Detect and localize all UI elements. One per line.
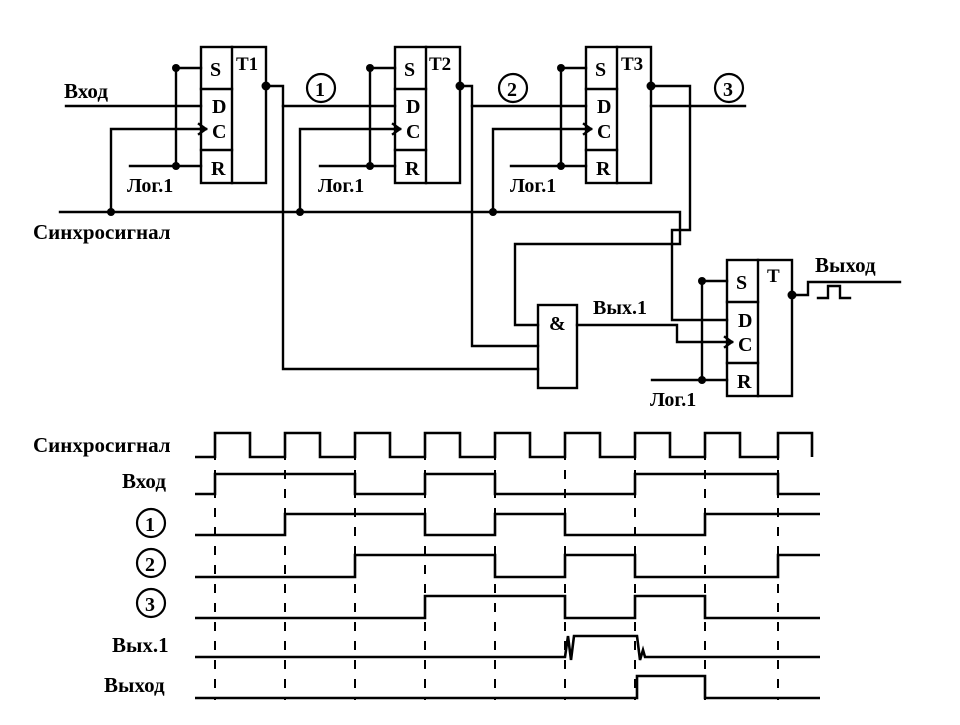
log1-label-t2: Лог.1 (318, 175, 364, 197)
t3-name: T3 (621, 54, 643, 75)
timing-label-sync: Синхросигнал (33, 433, 171, 457)
waveform-node-1 (195, 512, 820, 537)
t3-pin-r: R (596, 158, 611, 180)
sync-label: Синхросигнал (33, 220, 171, 244)
timing-label-output: Выход (104, 673, 165, 697)
t-pin-s: S (736, 272, 747, 294)
t1-pin-r: R (211, 158, 226, 180)
flipflop-t-output: S D C R T (725, 258, 794, 398)
waveform-node-3 (195, 594, 820, 620)
t-pin-c: C (738, 334, 752, 356)
svg-text:2: 2 (507, 79, 517, 101)
wires (58, 66, 902, 382)
t-name: T (767, 266, 780, 287)
timing-reference-lines (214, 432, 779, 700)
timing-diagram: Синхросигнал Вход 1 2 3 Вых.1 Выход (33, 431, 820, 700)
log1-label-t1: Лог.1 (127, 175, 173, 197)
t2-name: T2 (429, 54, 451, 75)
log1-label-t: Лог.1 (650, 389, 696, 411)
flipflop-t3: S D C R T3 (584, 45, 653, 185)
svg-text:3: 3 (723, 79, 733, 101)
t3-pin-d: D (597, 96, 611, 118)
flipflop-t2: S D C R T2 (393, 45, 462, 185)
t3-pin-c: C (597, 121, 611, 143)
node-2: 2 (497, 72, 529, 104)
svg-text:3: 3 (145, 594, 155, 616)
timing-label-out1: Вых.1 (112, 633, 169, 657)
t1-name: T1 (236, 54, 258, 75)
output-label: Выход (815, 253, 876, 277)
t2-pin-c: C (406, 121, 420, 143)
log1-label-t3: Лог.1 (510, 175, 556, 197)
waveform-node-2 (195, 553, 820, 579)
t2-pin-r: R (405, 158, 420, 180)
input-label: Вход (64, 79, 108, 103)
t3-pin-s: S (595, 59, 606, 81)
node-1: 1 (305, 72, 337, 104)
junction-dots (107, 64, 797, 384)
timing-label-node-1: 1 (135, 507, 167, 539)
t-pin-r: R (737, 371, 752, 393)
t1-pin-c: C (212, 121, 226, 143)
flipflop-t1: S D C R T1 (199, 45, 268, 185)
waveform-out1 (195, 634, 820, 661)
svg-text:2: 2 (145, 554, 155, 576)
timing-label-node-2: 2 (135, 547, 167, 579)
node-3: 3 (713, 72, 745, 104)
t1-pin-d: D (212, 96, 226, 118)
and-gate: & (536, 303, 579, 390)
waveform-sync (195, 431, 814, 459)
circuit-schematic: S D C R T1 S D C R T2 S D C R (33, 45, 902, 411)
timing-label-input: Вход (122, 469, 166, 493)
t2-pin-d: D (406, 96, 420, 118)
and-output-label: Вых.1 (593, 297, 647, 319)
t1-pin-s: S (210, 59, 221, 81)
svg-text:1: 1 (315, 79, 325, 101)
t-pin-d: D (738, 310, 752, 332)
waveform-input (195, 472, 820, 496)
t2-pin-s: S (404, 59, 415, 81)
svg-text:1: 1 (145, 514, 155, 536)
and-gate-symbol: & (549, 313, 566, 335)
timing-label-node-3: 3 (135, 587, 167, 619)
waveform-output (195, 674, 820, 700)
